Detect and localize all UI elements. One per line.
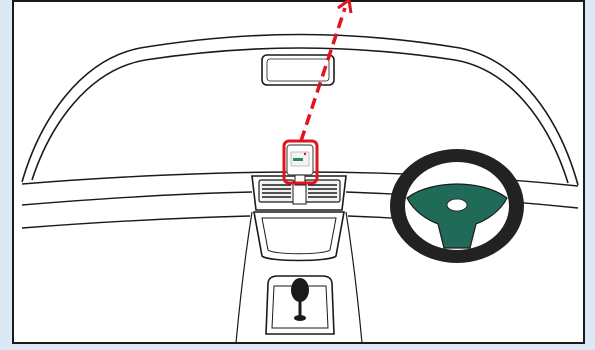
gear-shifter: [266, 276, 334, 334]
steering-wheel: [390, 149, 524, 263]
